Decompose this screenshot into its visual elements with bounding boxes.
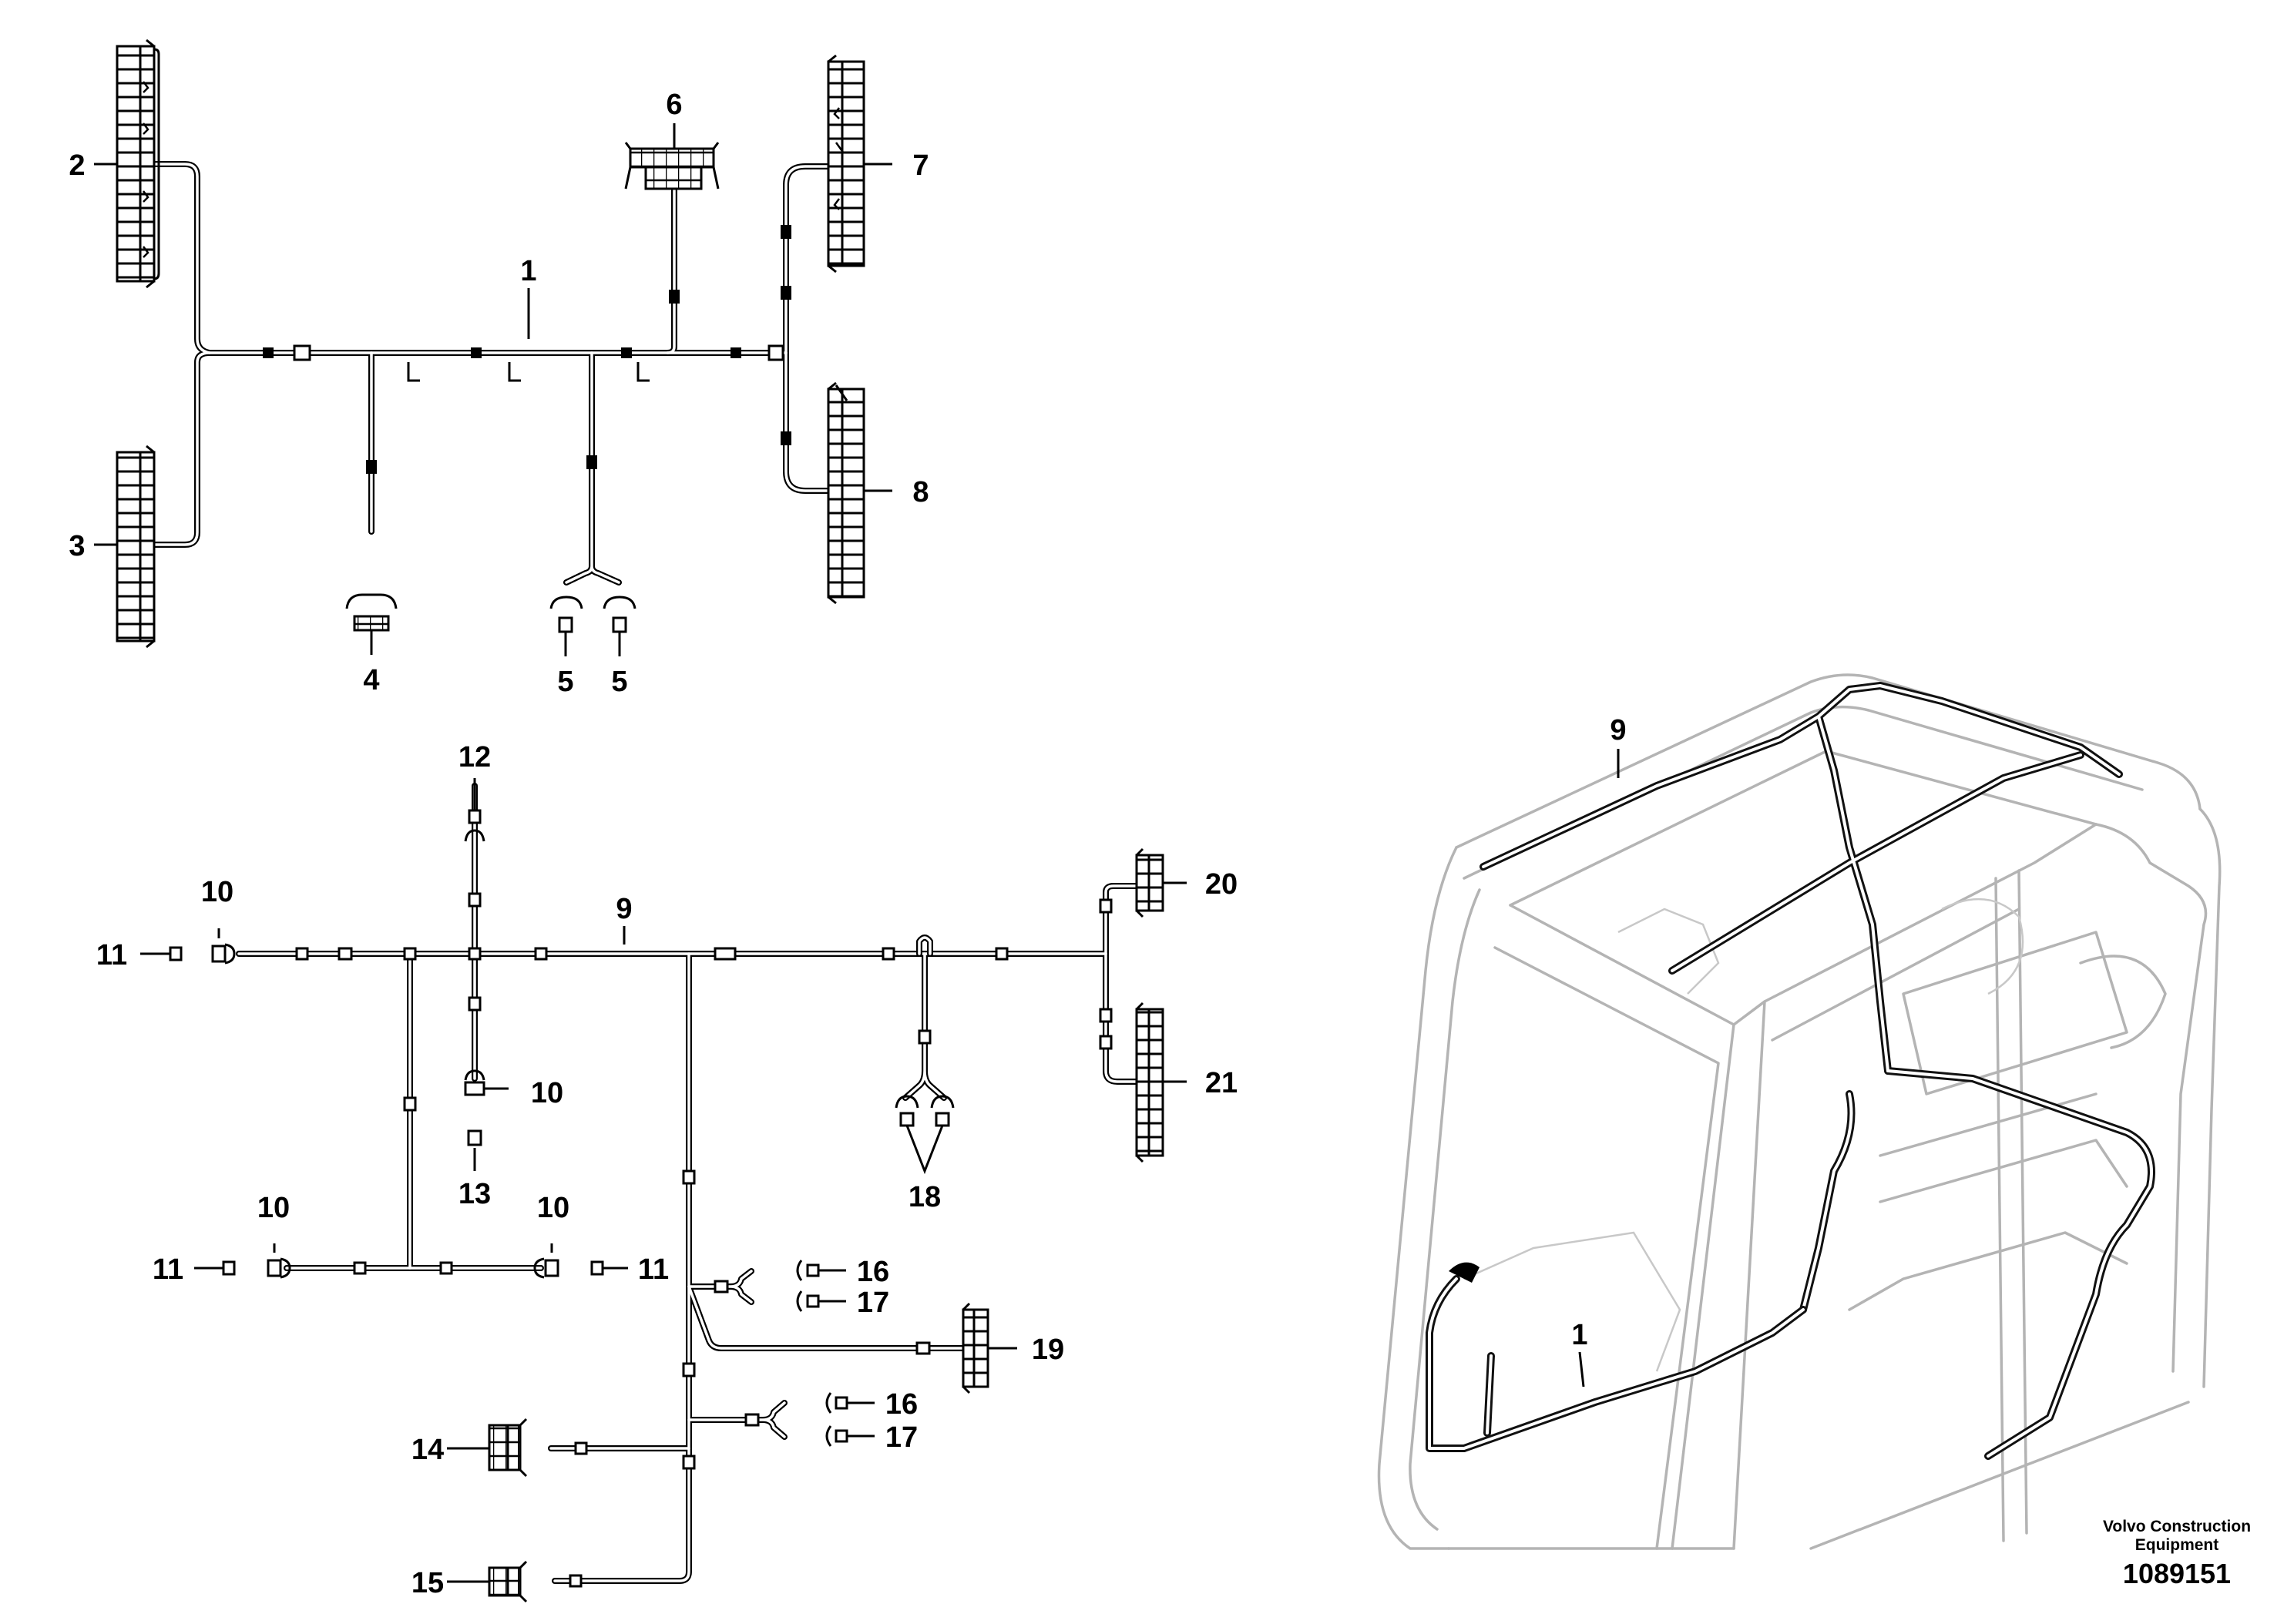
connector-10-center: [464, 1069, 509, 1096]
label-10b: 10: [531, 1077, 563, 1109]
label-17a: 17: [857, 1287, 889, 1319]
cab-harness-9: [1480, 682, 2155, 1460]
label-11a: 11: [96, 939, 127, 971]
connectors-16-17: [796, 1260, 875, 1447]
footer: Volvo Construction Equipment 1089151: [2103, 1518, 2251, 1589]
label-10a: 10: [201, 876, 233, 908]
label-14: 14: [411, 1434, 444, 1466]
connector-20: [1135, 847, 1187, 918]
upper-leaders: [94, 123, 892, 546]
label-11b: 11: [153, 1253, 183, 1286]
label-12: 12: [458, 741, 491, 773]
lower-harness: 9 10 10 10 10 11 11 11 12 13 14 15 16 16…: [96, 741, 1238, 1603]
label-20: 20: [1205, 868, 1238, 901]
connector-5b: [603, 596, 636, 656]
label-15: 15: [411, 1567, 444, 1599]
connector-12: [464, 778, 485, 842]
label-16b: 16: [885, 1388, 918, 1421]
upper-harness-clips: [263, 225, 791, 474]
upper-harness: 1 2 3 4 5 5 6 7 8: [69, 39, 929, 698]
label-10d: 10: [537, 1192, 569, 1224]
connector-4: [345, 593, 398, 655]
connector-10-right-bottom: [533, 1243, 628, 1279]
label-6: 6: [666, 89, 682, 121]
label-11c: 11: [638, 1253, 669, 1286]
connector-6: [624, 142, 720, 190]
connector-18: [895, 1095, 955, 1175]
label-13: 13: [458, 1178, 491, 1210]
label-3: 3: [69, 530, 85, 562]
label-21: 21: [1205, 1067, 1238, 1099]
figure-number: 1089151: [2123, 1558, 2231, 1589]
label-2: 2: [69, 149, 85, 182]
lower-harness-clips: [295, 892, 1113, 1588]
label-10c: 10: [257, 1192, 290, 1224]
connector-21: [1135, 1002, 1187, 1163]
connector-5a: [549, 596, 583, 656]
cab-label-1: 1: [1571, 1319, 1587, 1351]
label-5a: 5: [557, 666, 573, 698]
label-7: 7: [912, 149, 929, 182]
connector-10-left-top: [140, 928, 236, 965]
connector-19: [962, 1302, 1017, 1394]
cab-label-9: 9: [1610, 714, 1626, 747]
label-4: 4: [363, 664, 379, 696]
connector-10-left-bottom: [194, 1243, 291, 1279]
cab-isometric-view: 9 1: [1377, 673, 2222, 1550]
label-18: 18: [909, 1181, 941, 1213]
cab-leaders: [1578, 749, 1620, 1387]
cab-harness-1: [1426, 1262, 1807, 1452]
cab-frame: [1377, 673, 2222, 1550]
label-19: 19: [1032, 1334, 1064, 1366]
label-17b: 17: [885, 1421, 918, 1454]
connector-13: [467, 1129, 482, 1171]
lower-harness-wires: [236, 783, 1140, 1584]
connector-2: [116, 39, 160, 289]
company-name-line1: Volvo Construction: [2103, 1518, 2251, 1535]
label-5b: 5: [611, 666, 627, 698]
label-8: 8: [912, 476, 929, 508]
connector-8: [827, 381, 865, 605]
connector-15: [447, 1560, 528, 1603]
connector-3: [116, 445, 156, 649]
label-9: 9: [616, 893, 632, 925]
connector-7: [827, 54, 865, 273]
upper-harness-wires: [151, 161, 831, 586]
connector-14: [447, 1418, 528, 1478]
label-1: 1: [520, 255, 536, 287]
company-name-line2: Equipment: [2135, 1536, 2219, 1554]
label-16a: 16: [857, 1256, 889, 1288]
